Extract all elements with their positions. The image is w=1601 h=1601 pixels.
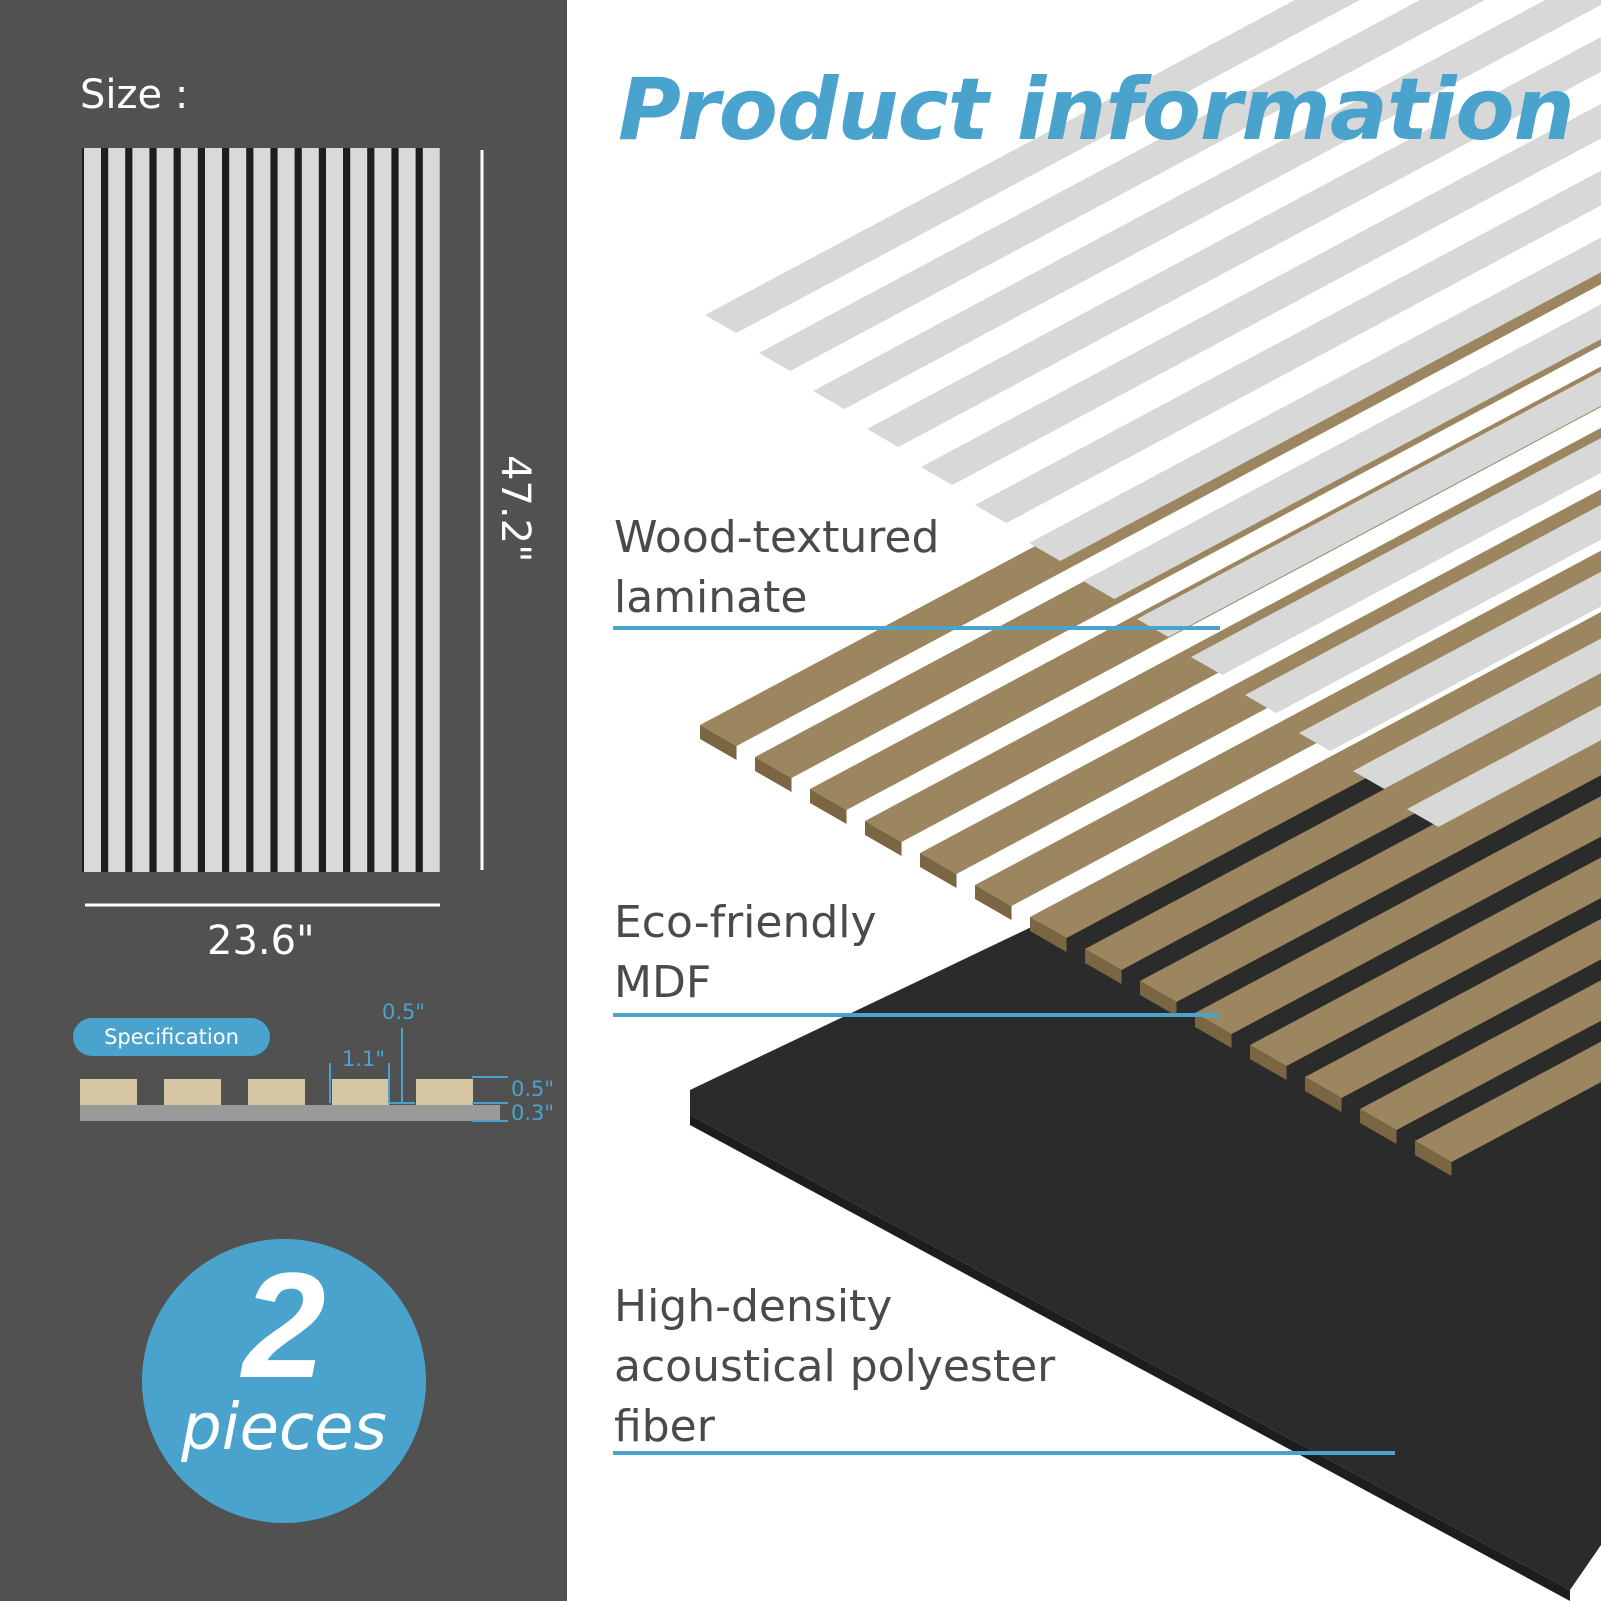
laminate-slat: [1245, 504, 1601, 713]
panel-slat: [253, 148, 271, 872]
height-dimension: 47.2": [492, 455, 538, 563]
mdf-slat-edge: [755, 757, 792, 792]
mdf-slat: [1305, 918, 1601, 1098]
page-title: Product information: [618, 60, 1575, 160]
mdf-slat-edge: [1085, 949, 1122, 984]
mdf-slat-edge: [1195, 1013, 1232, 1048]
panel-slat: [156, 148, 174, 872]
label-line: Wood-textured: [614, 512, 940, 563]
panel-slat: [205, 148, 222, 872]
label-line: MDF: [614, 957, 712, 1008]
mdf-slat-edge: [920, 853, 957, 888]
spec-slat: [248, 1079, 305, 1105]
label-line: fiber: [614, 1401, 715, 1452]
base-layer: [80, 1105, 500, 1121]
panel-slat: [277, 148, 295, 872]
laminate-slat: [1191, 438, 1601, 675]
pieces-badge: 2 pieces: [142, 1239, 426, 1523]
laminate-slat: [813, 0, 1601, 409]
spec-slat: [164, 1079, 221, 1105]
mdf-slat-edge: [810, 789, 847, 824]
laminate-slat: [1299, 571, 1601, 751]
specification-badge: Specification: [73, 1018, 270, 1056]
mdf-slat: [1030, 612, 1601, 938]
mdf-slat: [1360, 980, 1601, 1130]
mdf-slat: [1085, 673, 1601, 970]
fiber-underline: [613, 1451, 1395, 1455]
slat-width-dimension: 1.1": [342, 1047, 386, 1071]
mdf-slat-edge: [1360, 1109, 1397, 1144]
pieces-unit: pieces: [181, 1391, 387, 1465]
laminate-slat: [1137, 371, 1601, 637]
panel-slat: [398, 148, 416, 872]
mdf-slat-edge: [1030, 917, 1067, 952]
panel-slat: [422, 148, 440, 872]
slat-height-dimension: 0.5": [511, 1077, 555, 1101]
mdf-slat-edge: [700, 725, 737, 760]
spec-cross-section: [80, 1028, 508, 1122]
mdf-slat-edge: [1415, 1141, 1452, 1176]
label-line: acoustical polyester: [614, 1341, 1056, 1392]
pieces-count: 2: [242, 1241, 326, 1409]
mdf-slat: [1195, 796, 1601, 1034]
label-line: laminate: [614, 572, 808, 623]
laminate-underline: [613, 626, 1220, 630]
panel-slat: [301, 148, 319, 872]
mdf-slat-edge: [1140, 981, 1177, 1016]
laminate-slat: [705, 0, 1360, 333]
base-thickness-dimension: 0.3": [511, 1101, 555, 1125]
laminate-slat: [867, 36, 1601, 447]
laminate-slat: [975, 170, 1601, 523]
layer-label-fiber: High-density acoustical polyester fiber: [614, 1277, 1055, 1457]
width-dimension: 23.6": [207, 918, 315, 964]
mdf-slat: [920, 489, 1601, 874]
laminate-slat: [1083, 304, 1601, 599]
panel-slat: [350, 148, 368, 872]
laminate-slat: [1029, 237, 1601, 561]
panel-slat: [132, 148, 150, 872]
gap-dimension: 0.5": [382, 1000, 426, 1024]
spec-slat: [416, 1079, 473, 1105]
mdf-slat-edge: [1250, 1045, 1287, 1080]
mdf-slat-edge: [975, 885, 1012, 920]
laminate-slat: [1353, 638, 1601, 789]
laminate-slat: [921, 103, 1601, 485]
laminate-slat: [759, 0, 1485, 371]
panel-slat: [326, 148, 343, 872]
mdf-slat-edge: [865, 821, 902, 856]
panel-slat: [108, 148, 126, 872]
panel-slat: [180, 148, 198, 872]
layer-label-laminate: Wood-textured laminate: [614, 508, 939, 628]
mdf-slat-edge: [1305, 1077, 1342, 1112]
spec-slat: [80, 1079, 137, 1105]
panel-slat: [84, 148, 101, 872]
laminate-slat: [1407, 705, 1601, 827]
mdf-underline: [613, 1013, 1220, 1017]
panel-slat: [374, 148, 392, 872]
label-line: High-density: [614, 1281, 893, 1332]
layer-label-mdf: Eco-friendly MDF: [614, 893, 877, 1013]
label-line: Eco-friendly: [614, 897, 877, 948]
laminate-layer: [705, 0, 1601, 827]
panel-front-view: [82, 148, 440, 872]
size-label: Size :: [80, 72, 189, 118]
spec-slat: [332, 1079, 389, 1105]
mdf-slat: [1415, 1041, 1601, 1162]
mdf-slat: [1250, 857, 1601, 1066]
panel-slat: [229, 148, 247, 872]
mdf-slat: [975, 550, 1601, 906]
